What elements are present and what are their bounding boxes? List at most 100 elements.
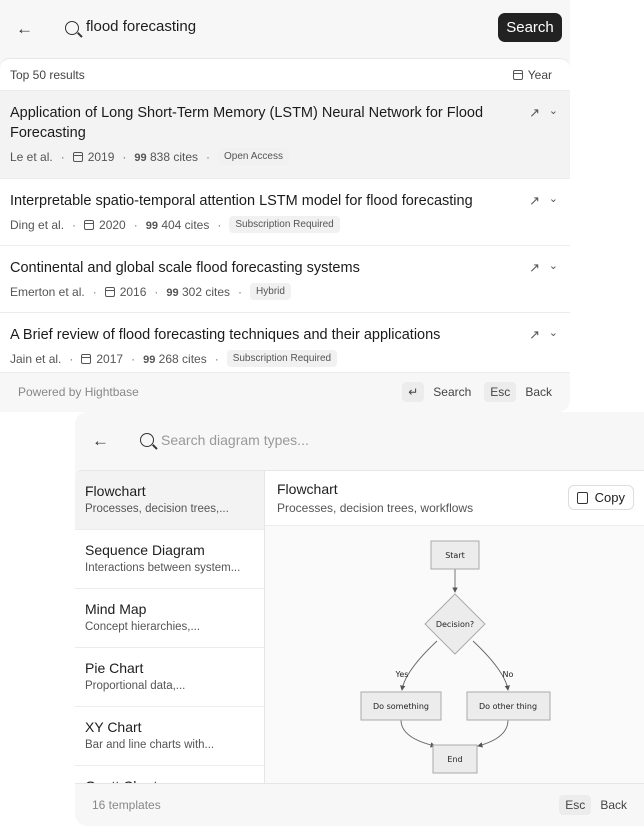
diagram-type-desc: Concept hierarchies,...	[85, 621, 201, 633]
search-input[interactable]: flood forecasting	[86, 18, 197, 35]
calendar-icon	[512, 69, 523, 80]
result-row[interactable]: Application of Long Short-Term Memory (L…	[0, 91, 570, 179]
back-arrow-icon[interactable]: ←	[16, 19, 33, 38]
quote-icon: 99	[166, 286, 179, 299]
result-title[interactable]: Continental and global scale flood forec…	[10, 260, 360, 276]
diagram-type-name: Gantt Chart	[85, 778, 254, 783]
diagram-type-desc: Bar and line charts with...	[85, 739, 215, 751]
sort-year-button[interactable]: Year	[512, 68, 552, 82]
calendar-icon	[81, 353, 92, 364]
result-cites: 302 cites	[182, 284, 231, 299]
result-row[interactable]: A Brief review of flood forecasting tech…	[0, 313, 570, 373]
diagram-type-desc: Proportional data,...	[85, 680, 186, 692]
search-icon	[140, 433, 154, 447]
access-badge: Hybrid	[250, 283, 291, 300]
search-icon	[65, 21, 79, 35]
quote-icon: 99	[134, 151, 147, 164]
node-do-other-thing-label: Do other thing	[479, 702, 537, 711]
result-cites: 404 cites	[161, 217, 210, 232]
result-cites: 838 cites	[150, 149, 199, 164]
result-year: 2019	[87, 149, 115, 164]
edge-yes-label: Yes	[395, 670, 409, 679]
result-authors: Le et al.	[10, 149, 53, 164]
node-do-something	[360, 691, 442, 721]
external-link-icon[interactable]: ↗	[529, 260, 540, 275]
template-count: 16 templates	[92, 798, 161, 812]
node-do-something-label: Do something	[373, 702, 429, 711]
quote-icon: 99	[143, 353, 156, 366]
search-button[interactable]: Search	[498, 13, 562, 42]
esc-key: Esc	[559, 795, 592, 815]
result-year: 2020	[99, 217, 126, 232]
result-year: 2017	[96, 351, 124, 366]
chevron-down-icon[interactable]: ⌄	[548, 327, 558, 339]
diagram-type-name: Pie Chart	[85, 660, 144, 676]
external-link-icon[interactable]: ↗	[529, 105, 540, 120]
chevron-down-icon[interactable]: ⌄	[548, 105, 558, 117]
result-row[interactable]: Interpretable spatio-temporal attention …	[0, 179, 570, 246]
node-decision-label: Decision?	[436, 620, 474, 629]
quote-icon: 99	[145, 219, 158, 232]
enter-key-icon: ↵	[402, 382, 425, 402]
copy-button[interactable]: Copy	[567, 485, 634, 510]
result-authors: Ding et al.	[10, 217, 65, 232]
external-link-icon[interactable]: ↗	[529, 327, 540, 342]
node-do-other-thing	[466, 691, 551, 721]
result-title[interactable]: Interpretable spatio-temporal attention …	[10, 193, 473, 209]
diagram-type-name: Sequence Diagram	[85, 542, 205, 558]
diagram-type-name: Mind Map	[85, 601, 147, 617]
chevron-down-icon[interactable]: ⌄	[548, 193, 558, 205]
result-authors: Jain et al.	[10, 351, 62, 366]
result-title[interactable]: A Brief review of flood forecasting tech…	[10, 327, 441, 343]
external-link-icon[interactable]: ↗	[529, 193, 540, 208]
calendar-icon	[72, 151, 83, 162]
chevron-down-icon[interactable]: ⌄	[548, 260, 558, 272]
result-year: 2016	[119, 284, 147, 299]
diagram-type-name: XY Chart	[85, 719, 142, 735]
paper-search-panel: ← flood forecasting Search Top 50 result…	[0, 0, 570, 412]
edge-no-label: No	[503, 670, 514, 679]
diagram-search-input[interactable]: Search diagram types...	[161, 432, 309, 448]
result-title[interactable]: Application of Long Short-Term Memory (L…	[10, 105, 484, 141]
calendar-icon	[104, 286, 115, 297]
esc-key: Esc	[484, 382, 517, 402]
results-summary: Top 50 results	[10, 67, 85, 82]
node-end-label: End	[447, 755, 462, 764]
diagram-type-desc: Interactions between system...	[85, 562, 241, 574]
node-decision	[424, 593, 486, 655]
footer: 16 templates Esc Back	[75, 783, 644, 826]
access-badge: Subscription Required	[229, 216, 340, 233]
back-arrow-icon[interactable]: ←	[92, 431, 109, 450]
edge-a-end	[400, 719, 436, 748]
result-cites: 268 cites	[158, 351, 207, 366]
results-list: Top 50 results Year Application of Long S…	[0, 58, 570, 373]
powered-by: Powered by Hightbase	[18, 385, 139, 399]
diagram-type-desc: Processes, decision trees,...	[85, 503, 229, 515]
back-hint: Back	[600, 798, 627, 812]
node-start-label: Start	[445, 551, 465, 560]
detail-description: Processes, decision trees, workflows	[277, 501, 474, 515]
access-badge: Open Access	[218, 148, 289, 165]
detail-title: Flowchart	[277, 481, 338, 497]
copy-icon	[576, 492, 588, 504]
edge-no	[472, 640, 510, 691]
search-header: ← flood forecasting Search	[0, 0, 570, 58]
result-row[interactable]: Continental and global scale flood forec…	[0, 246, 570, 313]
diagram-detail: Flowchart Processes, decision trees, wor…	[265, 470, 644, 784]
diagram-type-item[interactable]: Gantt Chart	[75, 766, 264, 783]
calendar-icon	[84, 219, 95, 230]
edge-b-end	[477, 719, 509, 748]
back-hint: Back	[525, 385, 552, 399]
diagram-type-name: Flowchart	[85, 483, 146, 499]
result-authors: Emerton et al.	[10, 284, 85, 299]
access-badge: Subscription Required	[226, 350, 338, 367]
flowchart-preview: Start Decision? Yes No Do something Do o…	[265, 526, 644, 784]
